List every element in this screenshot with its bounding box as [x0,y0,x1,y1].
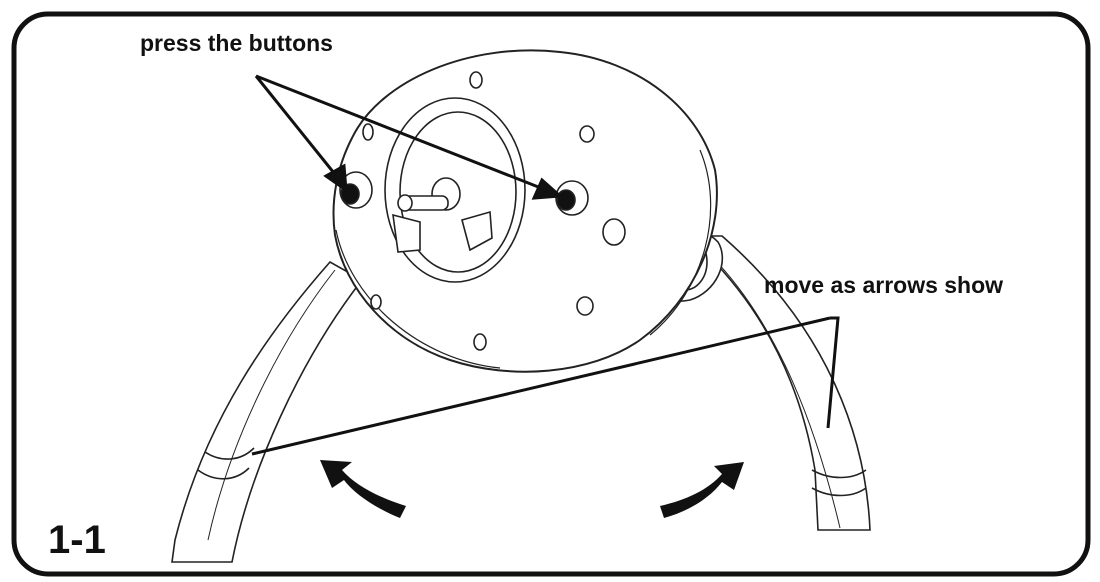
right-motion-arrow [660,462,744,518]
move-leaders [251,316,840,456]
right-tube [685,235,871,531]
press-leaders [254,74,564,200]
press-buttons-label: press the buttons [140,30,333,56]
step-number: 1-1 [48,518,106,562]
hub-holes [362,71,626,351]
move-arrows-label: move as arrows show [764,272,1004,298]
right-button [555,180,589,216]
left-motion-arrow [320,460,406,518]
center-shaft [392,177,493,253]
left-tube [171,260,364,563]
